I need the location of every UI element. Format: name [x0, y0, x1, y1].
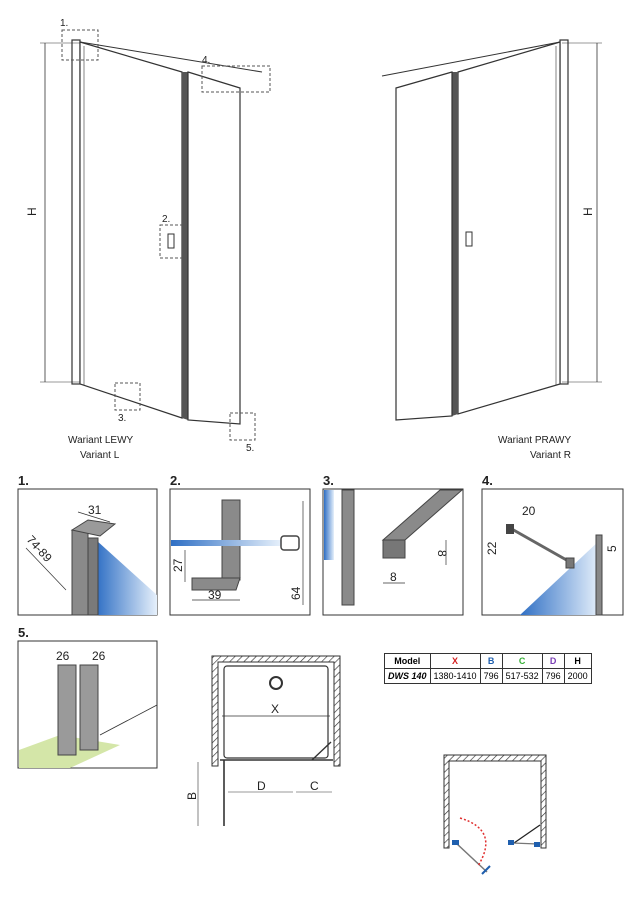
- detail-2: 2. 27 39 64: [169, 473, 311, 616]
- dimension-31: 31: [88, 503, 102, 517]
- door-swing-plan: [443, 754, 547, 875]
- header-b: B: [479, 653, 503, 669]
- plan-label-x: X: [271, 702, 279, 716]
- callout-4: 4.: [202, 55, 210, 66]
- dimension-27: 27: [171, 558, 185, 572]
- header-c: C: [501, 653, 543, 669]
- plan-label-b: B: [185, 792, 199, 800]
- detail-3-label: 3.: [323, 473, 334, 488]
- detail-5: 5. 26 26: [17, 625, 158, 769]
- callout-1: 1.: [60, 18, 68, 29]
- right-variant-title: Wariant PRAWY: [498, 435, 571, 446]
- dimension-64: 64: [289, 586, 303, 600]
- spec-table-header: Model X B C D H: [384, 653, 592, 669]
- right-variant-subtitle: Variant R: [530, 450, 571, 461]
- detail-3: 3. 8 8: [322, 473, 464, 616]
- dimension-5: 5: [605, 545, 619, 552]
- left-variant-view: H 1. 4. 2. 3. 5. Wariant LEWY Variant L: [25, 18, 271, 461]
- detail-1-label: 1.: [18, 473, 29, 488]
- callout-2: 2.: [162, 214, 170, 225]
- detail-5-label: 5.: [18, 625, 29, 640]
- cell-x: 1380-1410: [429, 668, 481, 684]
- detail-4-label: 4.: [482, 473, 493, 488]
- cell-c: 517-532: [501, 668, 543, 684]
- cell-b: 796: [479, 668, 503, 684]
- cell-model: DWS 140: [384, 668, 431, 684]
- dimension-39: 39: [208, 588, 222, 602]
- dimension-8-height: 8: [435, 550, 449, 557]
- dimension-8-width: 8: [390, 570, 397, 584]
- table-row: DWS 140 1380-1410 796 517-532 796 2000: [384, 668, 592, 684]
- left-variant-subtitle: Variant L: [80, 450, 120, 461]
- callout-5: 5.: [246, 443, 254, 454]
- spec-table: Model X B C D H DWS 140 1380-1410 796 51…: [384, 653, 592, 684]
- cell-h: 2000: [563, 668, 592, 684]
- plan-label-d: D: [257, 779, 266, 793]
- header-h: H: [563, 653, 592, 669]
- height-label: H: [25, 207, 39, 216]
- right-variant-view: H Wariant PRAWY Variant R: [381, 39, 602, 461]
- dimension-22: 22: [485, 541, 499, 555]
- detail-4: 4. 20 22 5: [481, 473, 624, 616]
- detail-1: 1. 31 74-89: [17, 473, 158, 616]
- plan-view: X B D C: [185, 655, 341, 826]
- header-model: Model: [384, 653, 431, 669]
- header-x: X: [429, 653, 481, 669]
- left-variant-title: Wariant LEWY: [68, 435, 134, 446]
- dimension-20: 20: [522, 504, 536, 518]
- dimension-26-a: 26: [56, 649, 70, 663]
- cell-d: 796: [541, 668, 565, 684]
- dimension-26-b: 26: [92, 649, 106, 663]
- header-d: D: [541, 653, 565, 669]
- plan-label-c: C: [310, 779, 319, 793]
- callout-3: 3.: [118, 413, 126, 424]
- detail-2-label: 2.: [170, 473, 181, 488]
- height-label: H: [581, 207, 595, 216]
